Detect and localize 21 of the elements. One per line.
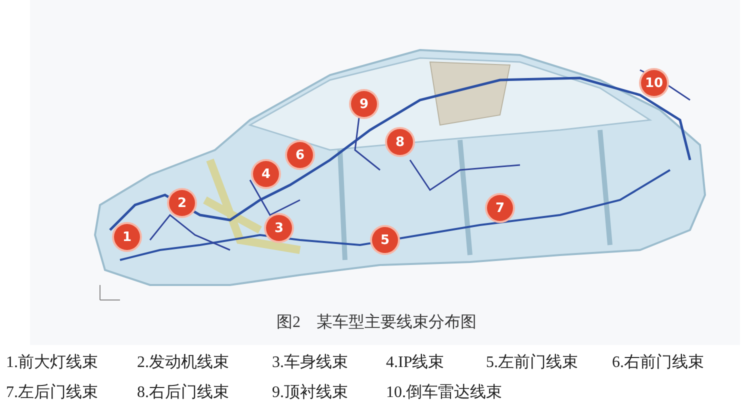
legend-text: 8.右后门线束: [137, 382, 229, 403]
legend-text: 3.车身线束: [272, 352, 348, 373]
legend-text: 2.发动机线束: [137, 352, 229, 373]
figure-caption: 图2 某车型主要线束分布图: [276, 312, 478, 333]
legend-text: 5.左前门线束: [486, 352, 578, 373]
callout-number: 7: [487, 195, 513, 221]
legend-text: 6.右前门线束: [612, 352, 704, 373]
legend-text: 9.顶衬线束: [272, 382, 348, 403]
callout-number: 10: [641, 70, 667, 96]
legend-text: 7.左后门线束: [6, 382, 98, 403]
callout-number: 9: [351, 91, 377, 117]
callout-number: 2: [169, 190, 195, 216]
callout-number: 4: [253, 161, 279, 187]
legend-text: 1.前大灯线束: [6, 352, 98, 373]
callout-number: 1: [114, 224, 140, 250]
callout-number: 6: [287, 142, 313, 168]
legend-text: 4.IP线束: [386, 352, 444, 373]
callout-number: 8: [387, 129, 413, 155]
legend-text: 10.倒车雷达线束: [386, 382, 502, 403]
callout-number: 3: [266, 215, 292, 241]
callout-number: 5: [372, 227, 398, 253]
